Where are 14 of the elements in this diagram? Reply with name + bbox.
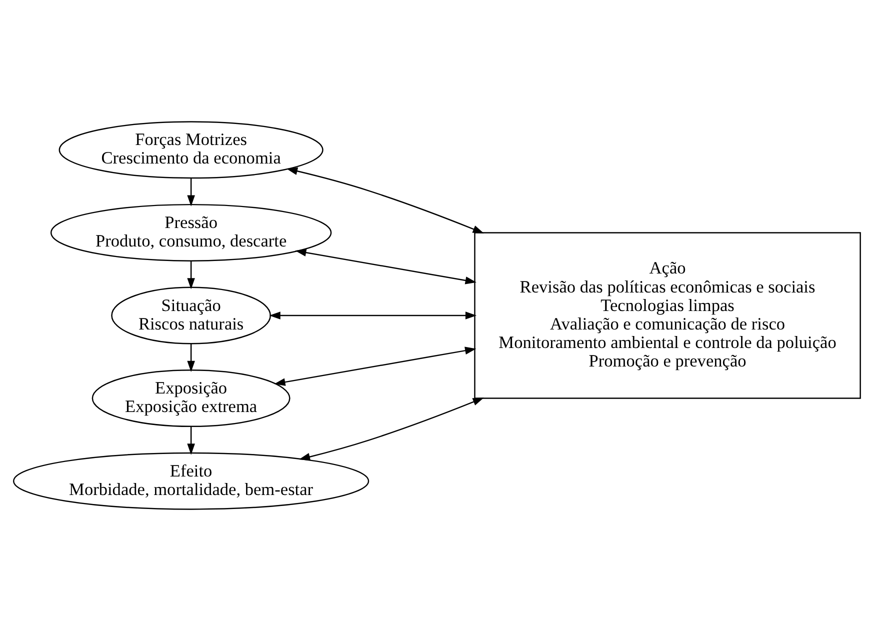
arrow (187, 260, 195, 290)
node-ellipse: Forças Motrizes Crescimento da economia (58, 121, 324, 179)
node-ellipse: Situação Riscos naturais (111, 286, 272, 344)
arrow (286, 167, 484, 234)
arrow (298, 398, 484, 461)
node-box: Ação Revisão das políticas econômicas e sociais Tecnologias limpas Avaliação e comunicação de risco Monitoramento ambiental e controle da poluição Promoção e prevenção (474, 232, 861, 399)
arrow (187, 178, 195, 206)
node-ellipse: Exposição Exposição extrema (92, 370, 290, 428)
arrow (295, 248, 476, 284)
arrow (187, 426, 195, 455)
arrow (274, 346, 476, 386)
arrow (269, 312, 477, 320)
arrow (187, 344, 195, 372)
node-ellipse: Pressão Produto, consumo, descarte (50, 204, 332, 262)
